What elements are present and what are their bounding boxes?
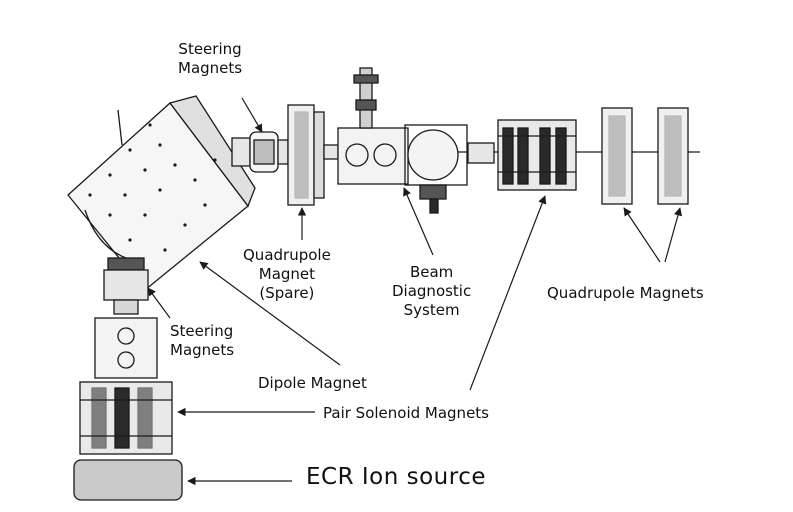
pair-solenoid-vertical: [79, 381, 173, 455]
steering-magnet-lower: [103, 257, 149, 315]
arrow-quad-1: [623, 207, 661, 263]
label-quadrupole-magnets: Quadrupole Magnets: [547, 284, 704, 302]
label-steering-magnets-lower: Steering Magnets: [170, 322, 235, 359]
ecr-ion-source: [73, 459, 183, 501]
arrow-dipole: [199, 261, 341, 366]
label-pair-solenoid-magnets: Pair Solenoid Magnets: [323, 404, 489, 422]
label-beam-diagnostic-system: Beam Diagnostic System: [392, 263, 472, 319]
quadrupole-spare: [287, 104, 339, 206]
lower-chamber: [94, 317, 158, 379]
arrow-beam-diag: [403, 187, 434, 256]
arrow-steering-lower: [147, 287, 171, 319]
steering-magnet-top: [231, 131, 289, 173]
quadrupole-magnet-2: [657, 107, 689, 205]
arrow-steering-top: [241, 97, 263, 133]
beam-diagnostic-system: [337, 67, 495, 214]
arrow-pair-solenoid-top: [469, 195, 547, 391]
quadrupole-magnet-1: [601, 107, 633, 205]
label-steering-magnets-top: Steering Magnets: [178, 40, 243, 77]
label-ecr-ion-source: ECR Ion source: [306, 464, 487, 490]
pair-solenoid-horizontal: [497, 119, 577, 191]
label-quadrupole-spare: Quadrupole Magnet (Spare): [243, 246, 331, 302]
dipole-magnet: [67, 95, 256, 291]
label-dipole-magnet: Dipole Magnet: [258, 374, 367, 392]
arrow-quad-2: [664, 207, 683, 263]
